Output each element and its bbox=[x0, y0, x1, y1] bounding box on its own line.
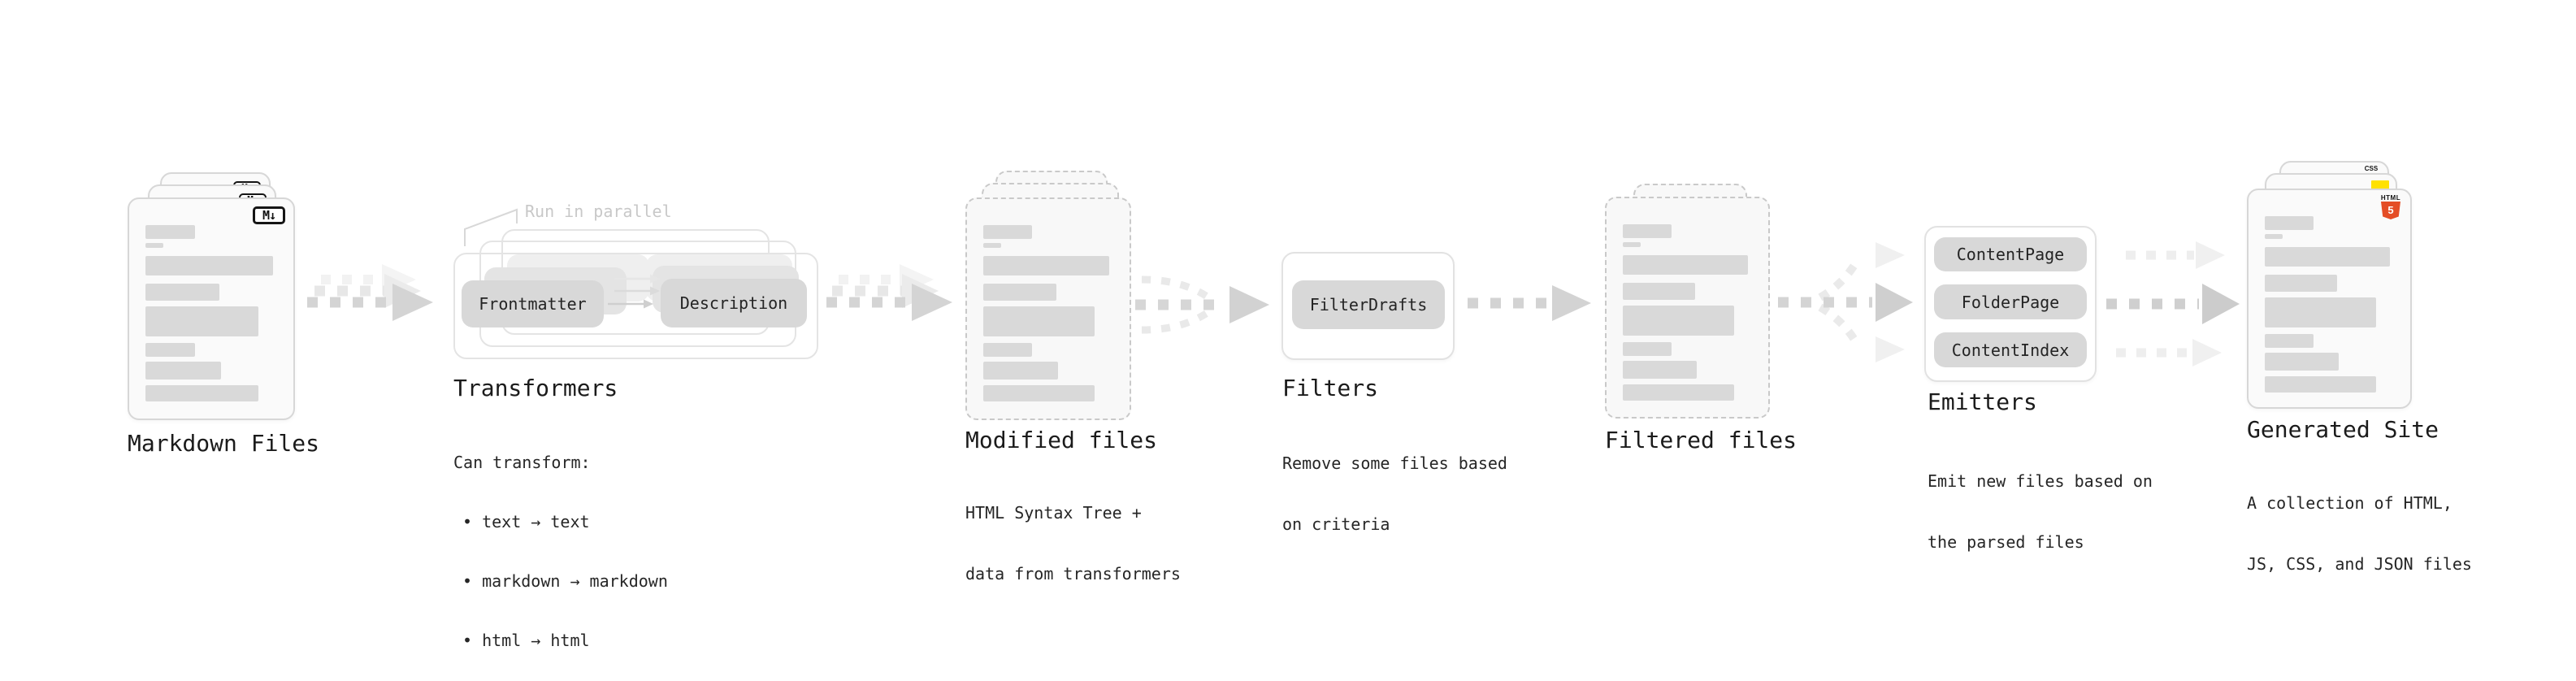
content-bar bbox=[1623, 224, 1672, 238]
emitters-title: Emitters bbox=[1928, 388, 2037, 415]
content-bar bbox=[1623, 255, 1748, 275]
transform-arrow-icon bbox=[614, 286, 660, 296]
filters-title: Filters bbox=[1282, 375, 1379, 401]
content-bar bbox=[1623, 384, 1734, 401]
flow-arrow-transformers-to-modified bbox=[826, 264, 952, 321]
transform-arrow-icon bbox=[608, 299, 653, 309]
content-bar bbox=[145, 385, 259, 401]
content-bar bbox=[2265, 247, 2390, 267]
content-bar bbox=[145, 243, 164, 248]
html5-icon-shield: 5 bbox=[2381, 202, 2400, 219]
description-line: A collection of HTML, bbox=[2247, 493, 2452, 513]
content-bar bbox=[145, 362, 221, 380]
content-bar bbox=[2265, 334, 2314, 348]
description-line: • text → text bbox=[462, 512, 590, 531]
svg-text:5: 5 bbox=[2387, 204, 2393, 216]
content-bar bbox=[1623, 342, 1672, 356]
description-pill: Description bbox=[661, 279, 807, 327]
content-bar bbox=[145, 256, 273, 275]
content-bar bbox=[145, 284, 220, 301]
content-bar bbox=[1623, 283, 1696, 300]
content-bar bbox=[1623, 242, 1641, 247]
file-content-bars bbox=[1623, 224, 1750, 401]
flow-arrows-emitters-to-generated bbox=[2106, 241, 2240, 367]
description-line: Remove some files based bbox=[1282, 453, 1507, 473]
description-line: the parsed files bbox=[1928, 532, 2084, 552]
stage-generated-site: CSS HTML 5 bbox=[2247, 161, 2412, 409]
content-bar bbox=[983, 284, 1057, 301]
content-bar bbox=[2265, 275, 2338, 292]
flow-arrow-filters-to-filtered bbox=[1468, 285, 1591, 321]
flow-arrow-modified-to-filters-merge bbox=[1135, 275, 1269, 334]
contentpage-pill: ContentPage bbox=[1934, 237, 2087, 271]
content-bar bbox=[145, 306, 259, 336]
folderpage-pill: FolderPage bbox=[1934, 284, 2087, 319]
generated-site-title: Generated Site bbox=[2247, 416, 2439, 443]
transform-arrow-icon bbox=[614, 274, 660, 284]
description-line: • markdown → markdown bbox=[462, 571, 668, 591]
file-card-front bbox=[965, 197, 1131, 420]
description-line: data from transformers bbox=[965, 564, 1181, 583]
content-bar bbox=[2265, 216, 2314, 230]
js-icon bbox=[2371, 180, 2389, 191]
description-line: HTML Syntax Tree + bbox=[965, 503, 1142, 523]
run-in-parallel-note: Run in parallel bbox=[525, 202, 672, 221]
content-bar bbox=[1623, 361, 1698, 379]
filters-description: Remove some files based on criteria bbox=[1282, 414, 1507, 575]
markdown-icon: M↓ bbox=[253, 206, 285, 224]
markdown-files-title: Markdown Files bbox=[128, 430, 320, 457]
frontmatter-pill: Frontmatter bbox=[462, 280, 604, 327]
description-line: • html → html bbox=[462, 631, 590, 650]
content-bar bbox=[1623, 306, 1734, 336]
transformers-description: Can transform: • text → text • markdown … bbox=[453, 414, 668, 681]
file-content-bars bbox=[983, 225, 1112, 401]
content-bar bbox=[983, 243, 1002, 248]
content-bar bbox=[2265, 234, 2283, 239]
html5-icon-label: HTML bbox=[2380, 194, 2401, 202]
flow-arrow-filtered-to-emitters-split bbox=[1778, 242, 1913, 362]
html5-icon: HTML 5 bbox=[2380, 194, 2401, 224]
css-icon-label: CSS bbox=[2364, 165, 2379, 172]
description-line: Emit new files based on bbox=[1928, 471, 2153, 491]
filtered-files-title: Filtered files bbox=[1605, 427, 1798, 453]
file-content-bars bbox=[2265, 216, 2392, 393]
content-bar bbox=[145, 343, 195, 357]
description-line: JS, CSS, and JSON files bbox=[2247, 554, 2472, 574]
generated-site-description: A collection of HTML, JS, CSS, and JSON … bbox=[2247, 453, 2472, 614]
filterdrafts-pill: FilterDrafts bbox=[1292, 280, 1445, 329]
emitters-description: Emit new files based on the parsed files bbox=[1928, 432, 2153, 592]
annotation-connector-line bbox=[464, 208, 518, 246]
content-bar bbox=[983, 343, 1033, 357]
content-bar bbox=[983, 306, 1095, 336]
stage-modified-files bbox=[965, 171, 1131, 420]
file-card-front: M↓ bbox=[128, 197, 295, 420]
file-card-front bbox=[1605, 197, 1770, 419]
content-bar bbox=[983, 362, 1058, 380]
transformers-title: Transformers bbox=[453, 375, 618, 401]
content-bar bbox=[2265, 353, 2340, 371]
content-bar bbox=[983, 256, 1109, 275]
content-bar bbox=[983, 385, 1095, 401]
contentindex-pill: ContentIndex bbox=[1934, 332, 2087, 367]
content-bar bbox=[2265, 297, 2376, 327]
file-content-bars bbox=[145, 225, 275, 401]
transformer-layer-front bbox=[453, 253, 818, 359]
modified-files-title: Modified files bbox=[965, 427, 1158, 453]
content-bar bbox=[145, 225, 195, 239]
file-card-front: HTML 5 bbox=[2247, 189, 2412, 409]
stage-filtered-files bbox=[1605, 184, 1770, 419]
description-line: Can transform: bbox=[453, 453, 591, 472]
stage-markdown-files: M↓ M↓ M↓ bbox=[128, 172, 295, 420]
content-bar bbox=[2265, 376, 2376, 393]
content-bar bbox=[983, 225, 1033, 239]
modified-files-description: HTML Syntax Tree + data from transformer… bbox=[965, 463, 1181, 624]
flow-arrow-markdown-to-transformers bbox=[307, 264, 433, 321]
description-line: on criteria bbox=[1282, 514, 1390, 534]
